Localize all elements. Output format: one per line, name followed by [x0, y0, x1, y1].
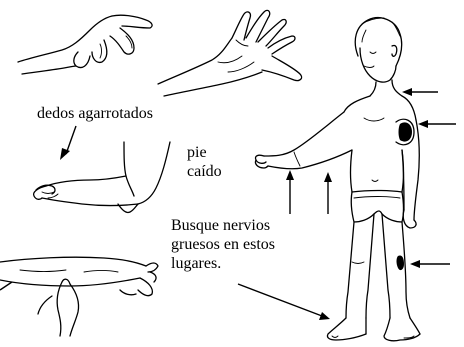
- arrow-elbow-nerve: [418, 120, 456, 128]
- arrow-wrist-nerve: [0, 282, 12, 290]
- label-foot-drop: pie caído: [187, 143, 222, 181]
- label-foot-drop-line1: pie: [187, 143, 222, 162]
- arrow-elbow-nerve-upper: [324, 172, 332, 214]
- child-figure-drawing: [255, 18, 420, 341]
- label-clawed-fingers: dedos agarrotados: [37, 104, 153, 123]
- arrow-neck-nerve: [402, 88, 438, 96]
- clawed-hand-side-drawing: [18, 15, 152, 74]
- arrow-clawed-fingers: [60, 126, 76, 160]
- forearm-palpation-drawing: [0, 257, 158, 336]
- arrow-forearm-nerve: [286, 170, 294, 214]
- clawed-hand-palm-drawing: [158, 10, 302, 96]
- arrow-knee-nerve: [410, 260, 450, 268]
- label-check-nerves-line2: gruesos en estos: [171, 235, 275, 254]
- label-foot-drop-line2: caído: [187, 162, 222, 181]
- label-check-nerves-line1: Busque nervios: [171, 216, 275, 235]
- label-check-nerves: Busque nervios gruesos en estos lugares.: [171, 216, 275, 273]
- label-check-nerves-line3: lugares.: [171, 254, 275, 273]
- arrow-ankle-nerve: [238, 284, 330, 320]
- foot-drop-drawing: [34, 142, 170, 213]
